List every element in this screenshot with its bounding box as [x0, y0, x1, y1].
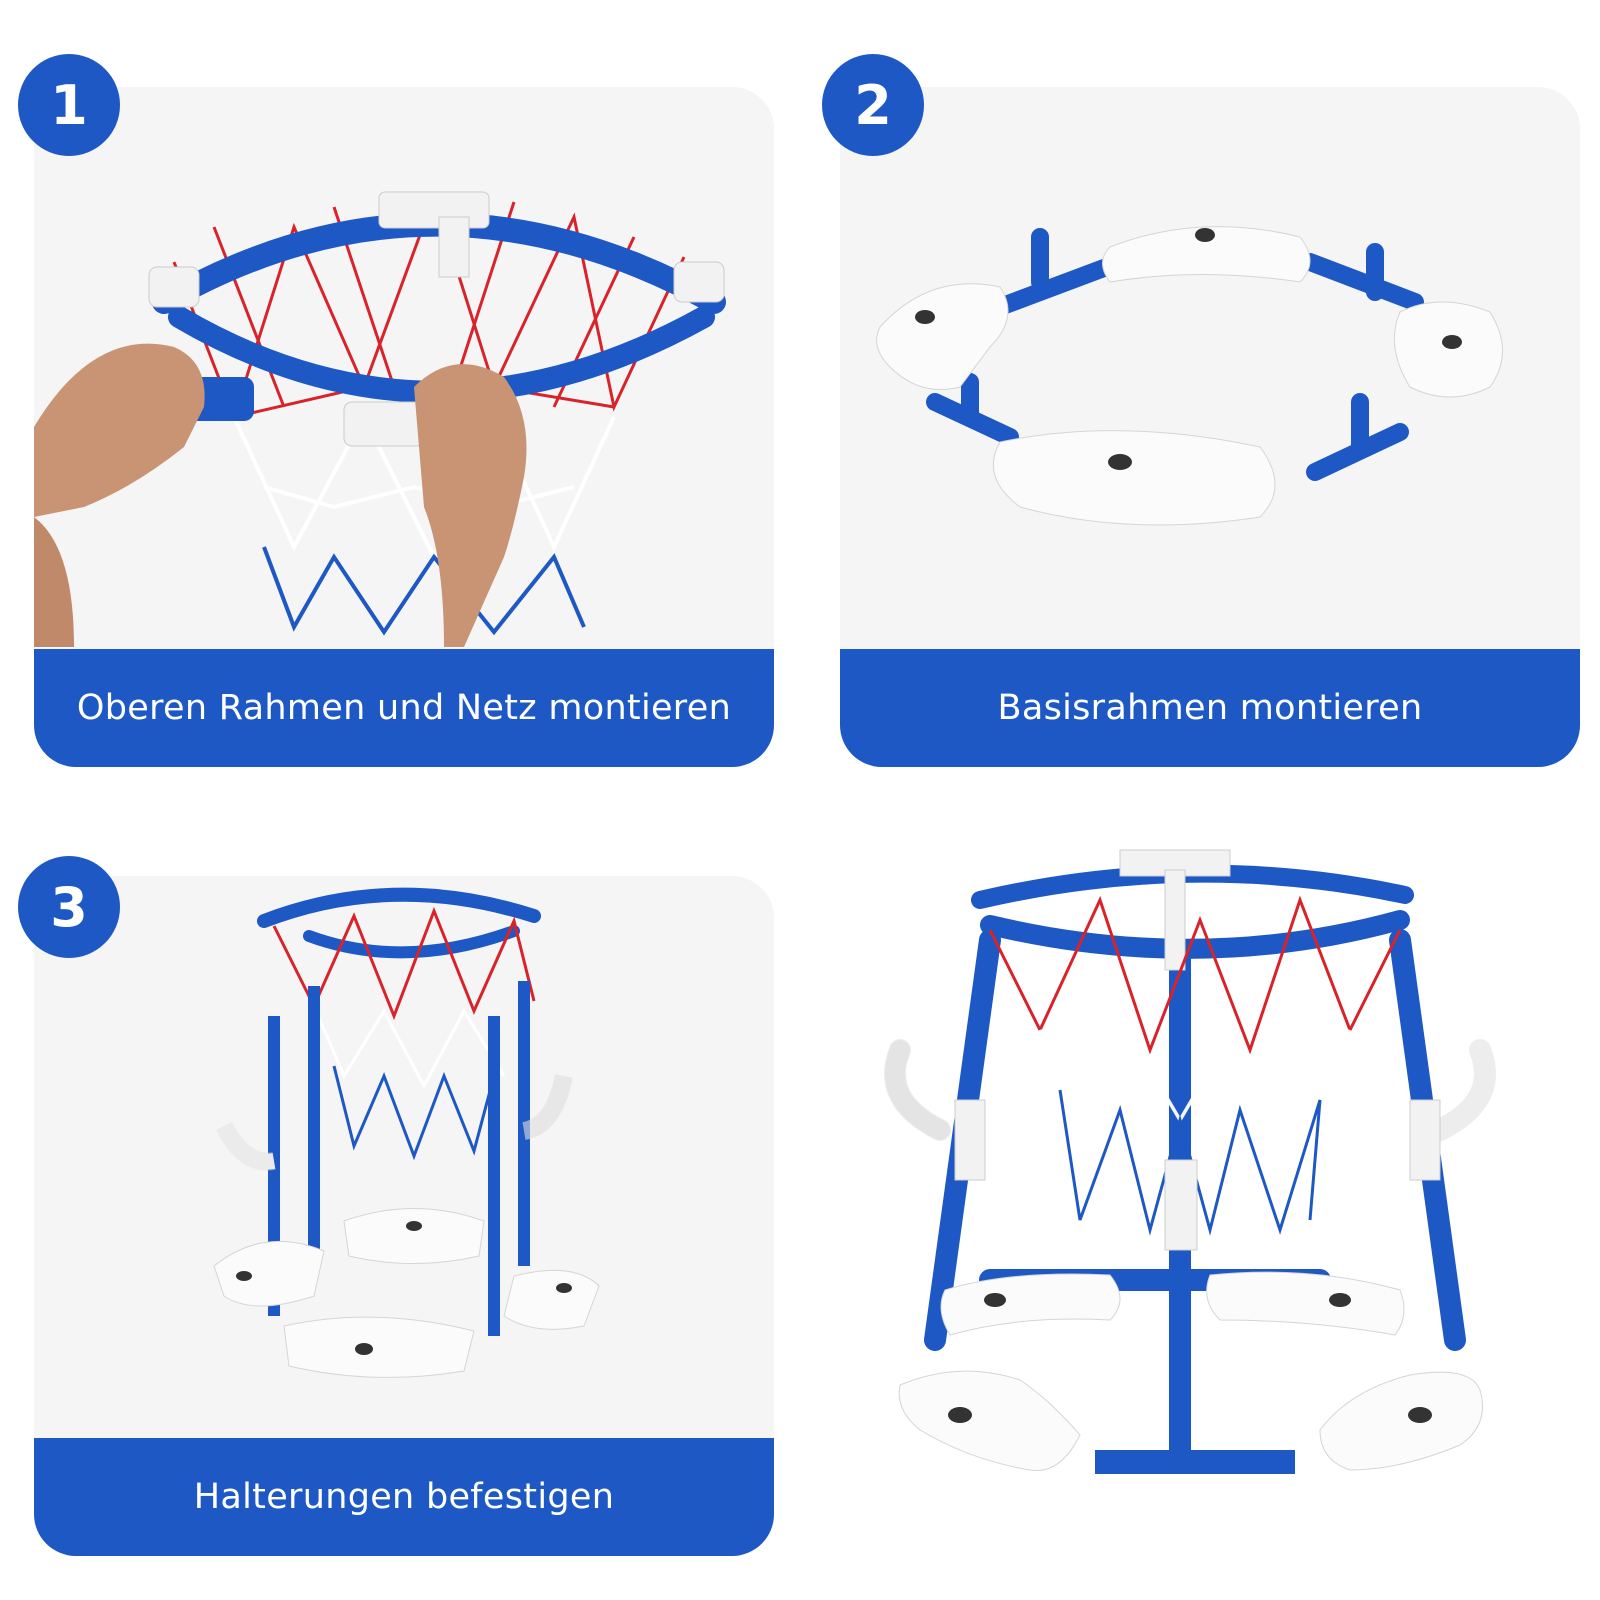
assembled-pool-basketball-hoop — [884, 849, 1496, 1474]
step-2-badge: 2 — [822, 54, 924, 156]
step-2-card: Basisrahmen montieren — [840, 87, 1580, 767]
attach-holders-illustration — [213, 887, 600, 1378]
step-3-badge: 3 — [18, 856, 120, 958]
step-3-caption: Halterungen befestigen — [34, 1438, 774, 1556]
base-frame-illustration — [876, 226, 1503, 526]
step-3-card: Halterungen befestigen — [34, 876, 774, 1556]
step-2-caption: Basisrahmen montieren — [840, 649, 1580, 767]
step-1-badge: 1 — [18, 54, 120, 156]
hoop-net-assembly-illustration — [34, 191, 726, 647]
step-1-card: Oberen Rahmen und Netz montieren — [34, 87, 774, 767]
step-1-caption: Oberen Rahmen und Netz montieren — [34, 649, 774, 767]
